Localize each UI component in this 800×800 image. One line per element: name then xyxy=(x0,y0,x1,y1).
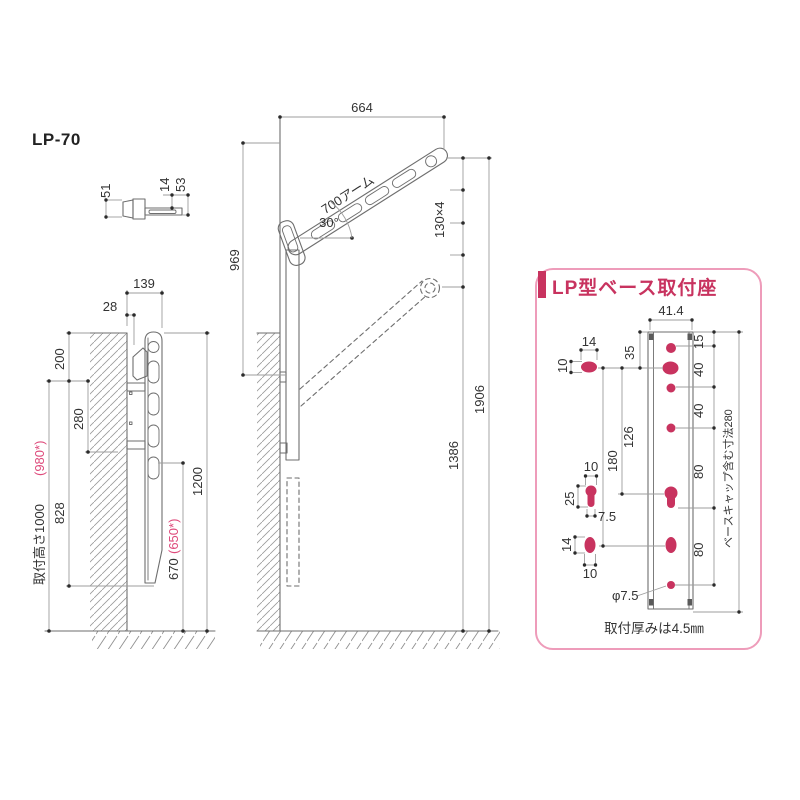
dim-mount-height: 取付高さ1000 xyxy=(32,504,47,585)
front-elevation-drawing: 700アーム 30° 664 969 130×4 1386 1906 xyxy=(227,100,500,649)
dim-diameter: φ7.5 xyxy=(612,588,639,603)
dim-40b: 40 xyxy=(691,404,706,418)
panel-title-bar xyxy=(538,271,546,298)
wall-hatch xyxy=(257,333,280,631)
dim-664: 664 xyxy=(351,100,373,115)
dim-28: 28 xyxy=(103,299,117,314)
pole-lowered-dashed xyxy=(286,477,300,587)
dim-key-w: 10 xyxy=(584,459,598,474)
base-caps xyxy=(649,333,692,606)
dim-280: 280 xyxy=(71,408,86,430)
front-dim-lines xyxy=(242,116,492,631)
wall-and-ground xyxy=(256,116,499,632)
dim-40a: 40 xyxy=(691,363,706,377)
side-elevation-drawing: 139 28 200 280 828 取付高さ1000 (980*) 670 (… xyxy=(32,276,216,649)
dim-1386: 1386 xyxy=(446,441,461,470)
top-view-dims xyxy=(105,194,190,218)
dim-139: 139 xyxy=(133,276,155,291)
base-plate-drawing: 41.4 15 40 40 80 80 ベースキャップ含む寸法280 35 12… xyxy=(555,303,743,636)
model-title: LP-70 xyxy=(32,130,81,149)
dim-key-h: 25 xyxy=(562,492,577,506)
front-dim-dots xyxy=(241,115,491,633)
dim-969: 969 xyxy=(227,249,242,271)
hole-detail-callouts xyxy=(581,361,597,553)
side-dim-dots xyxy=(47,291,209,633)
dim-126: 126 xyxy=(621,426,636,448)
ground-hatch xyxy=(260,631,500,649)
dim-53: 53 xyxy=(173,178,188,192)
base-mount-panel: LP型ベース取付座 xyxy=(535,268,762,650)
dim-angle: 30° xyxy=(319,215,339,230)
wall-hatch xyxy=(90,333,127,631)
side-dim-lines xyxy=(46,290,210,631)
top-view-drawing: 51 14 53 xyxy=(98,178,190,220)
post xyxy=(279,249,300,461)
thickness-note: 取付厚みは4.5㎜ xyxy=(604,621,704,636)
dim-670-alt: (650*) xyxy=(166,519,181,554)
dim-51: 51 xyxy=(98,184,113,198)
dim-180: 180 xyxy=(605,450,620,472)
dim-80a: 80 xyxy=(691,465,706,479)
ground-hatch xyxy=(92,631,215,649)
panel-title: LP型ベース取付座 xyxy=(552,278,718,299)
dim-41-4: 41.4 xyxy=(658,303,683,318)
dim-80b: 80 xyxy=(691,543,706,557)
dim-828: 828 xyxy=(52,502,67,524)
base-plate-body xyxy=(647,331,694,610)
dim-35: 35 xyxy=(622,346,637,360)
plate-dim-dots xyxy=(569,318,741,614)
angle-annotation: 30° xyxy=(300,201,354,240)
dim-14: 14 xyxy=(157,178,172,192)
dim-1906: 1906 xyxy=(472,385,487,414)
dim-oval2-h: 14 xyxy=(559,538,574,552)
dim-oval1-h: 10 xyxy=(555,359,570,373)
arm-pivot-bracket xyxy=(277,220,306,266)
arm-raised: 700アーム xyxy=(287,147,449,256)
dim-200: 200 xyxy=(52,348,67,370)
plate-holes xyxy=(662,343,679,589)
dim-1200: 1200 xyxy=(190,467,205,496)
dim-oval2-w: 10 xyxy=(583,566,597,581)
dim-15: 15 xyxy=(691,335,706,349)
bracket-side-body xyxy=(126,331,163,584)
dim-total-280: ベースキャップ含む寸法280 xyxy=(721,409,735,548)
top-view-part xyxy=(122,198,183,220)
dim-670: 670 xyxy=(166,558,181,580)
top-view-dim-dots xyxy=(104,193,190,219)
dim-mount-height-alt: (980*) xyxy=(32,441,47,476)
arm-lowered-dashed xyxy=(299,277,441,407)
dim-pitch: 130×4 xyxy=(432,201,447,238)
dim-oval1-w: 14 xyxy=(582,334,596,349)
plate-dim-lines xyxy=(570,319,743,613)
dim-key-r: 7.5 xyxy=(598,509,616,524)
